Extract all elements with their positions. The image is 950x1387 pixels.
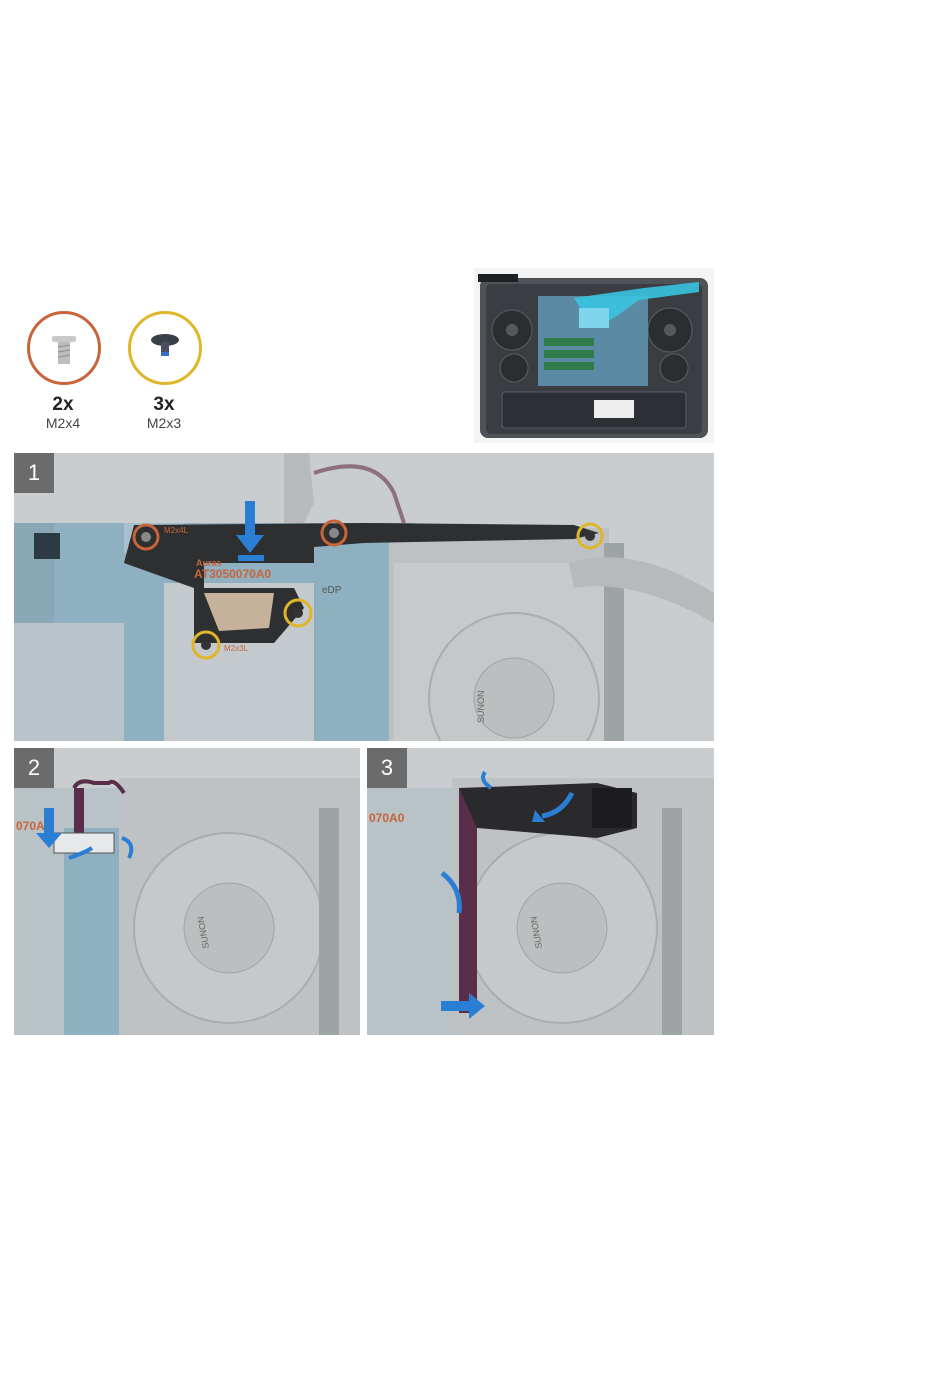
screw-icon bbox=[30, 314, 98, 382]
step-2-badge: 2 bbox=[14, 748, 54, 788]
screw-icon bbox=[131, 314, 199, 382]
step-3-badge: 3 bbox=[367, 748, 407, 788]
heat-sink-installation-illustration: SUNON Auras AT3050070A0 M2x4L M2x3L eDP bbox=[14, 453, 714, 741]
screw-m2x4-size: M2x4 bbox=[28, 415, 98, 431]
panel-3-part-fragment: 070A0 bbox=[369, 811, 405, 825]
screw-m2x4-count: 2x bbox=[28, 394, 98, 416]
step-1-badge: 1 bbox=[14, 453, 54, 493]
step-3-panel: 070A0 SUNON 3 bbox=[367, 748, 714, 1035]
cable-connect-illustration: 070A0 SUNON bbox=[14, 748, 360, 1035]
screw-m2x3-circle bbox=[128, 311, 202, 385]
screw-m2x4-circle bbox=[27, 311, 101, 385]
edp-label: eDP bbox=[322, 585, 342, 596]
bracket-m2x3-label: M2x3L bbox=[224, 644, 249, 653]
step-2-panel: 070A0 SUNON 2 bbox=[14, 748, 360, 1035]
cable-routing-illustration: 070A0 SUNON bbox=[367, 748, 714, 1035]
bracket-part-number-label: AT3050070A0 bbox=[194, 567, 271, 581]
laptop-overview-image bbox=[474, 268, 714, 443]
screw-m2x3-count: 3x bbox=[129, 394, 199, 416]
bracket-m2x4-label: M2x4L bbox=[164, 526, 189, 535]
fan-brand-label: SUNON bbox=[476, 690, 486, 723]
screw-m2x3-size: M2x3 bbox=[129, 415, 199, 431]
step-1-panel: SUNON Auras AT3050070A0 M2x4L M2x3L eDP … bbox=[14, 453, 714, 741]
